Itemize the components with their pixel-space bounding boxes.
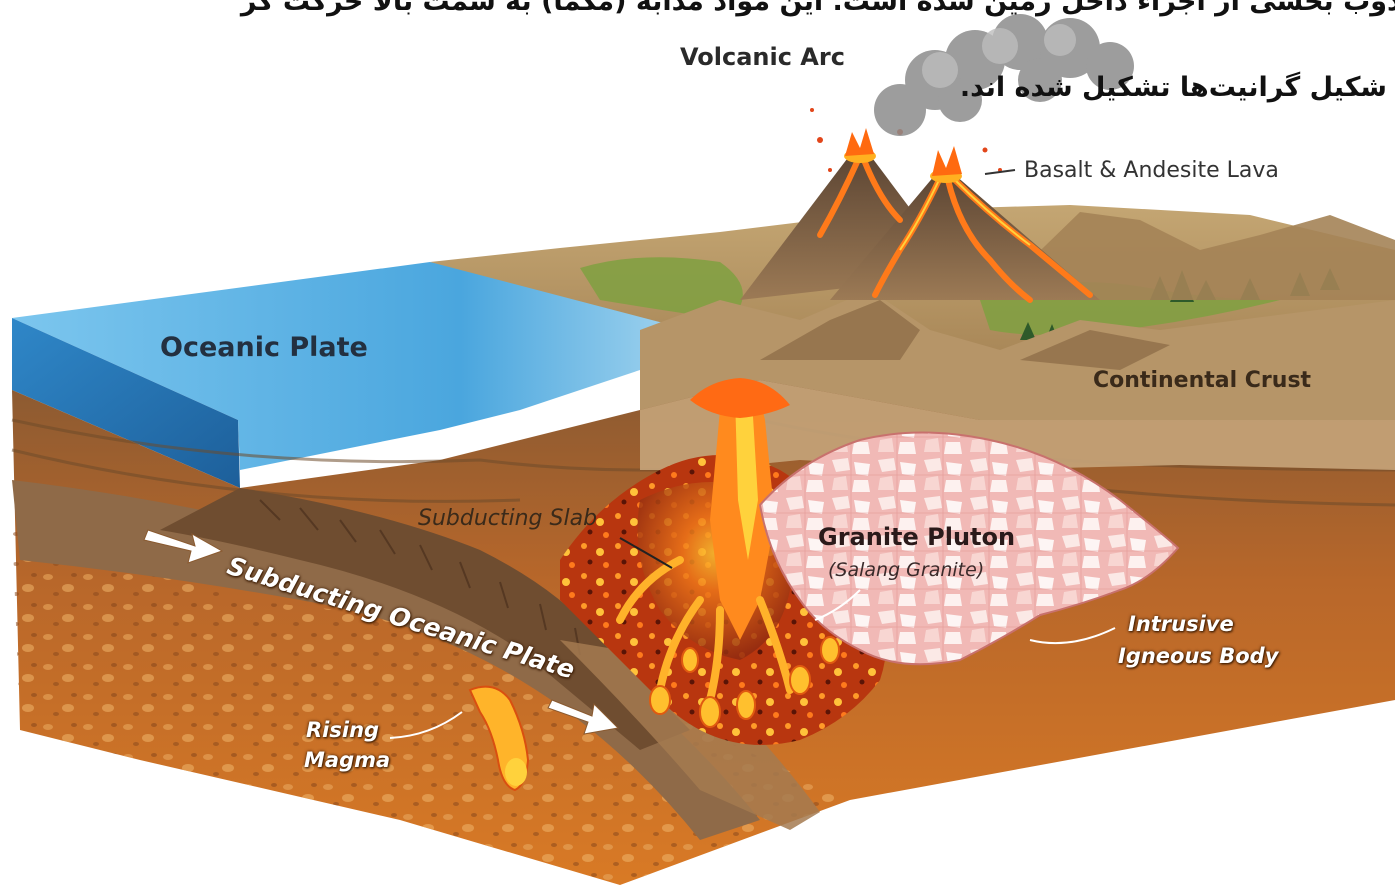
label-subducting-slab: Subducting Slab xyxy=(418,506,597,531)
label-intrusive: Intrusive xyxy=(1128,612,1234,636)
caption-line-2: شکیل گرانیت‌ها تشکیل شده اند. xyxy=(960,72,1387,103)
label-magma: Magma xyxy=(304,748,390,772)
label-rising: Rising xyxy=(306,718,379,742)
label-salang-granite: (Salang Granite) xyxy=(828,560,984,582)
label-volcanic-arc: Volcanic Arc xyxy=(680,44,845,72)
caption-line-1: ی ذوب بخشی از اجزاء داخل زمین شده است. ا… xyxy=(241,0,1395,17)
label-granite-pluton: Granite Pluton xyxy=(818,524,1015,552)
label-continental-crust: Continental Crust xyxy=(1093,368,1311,393)
rising-magma-drop xyxy=(505,758,527,786)
label-oceanic-plate: Oceanic Plate xyxy=(160,332,368,363)
label-basalt-lava: Basalt & Andesite Lava xyxy=(1024,158,1279,183)
label-igneous-body: Igneous Body xyxy=(1118,644,1278,668)
